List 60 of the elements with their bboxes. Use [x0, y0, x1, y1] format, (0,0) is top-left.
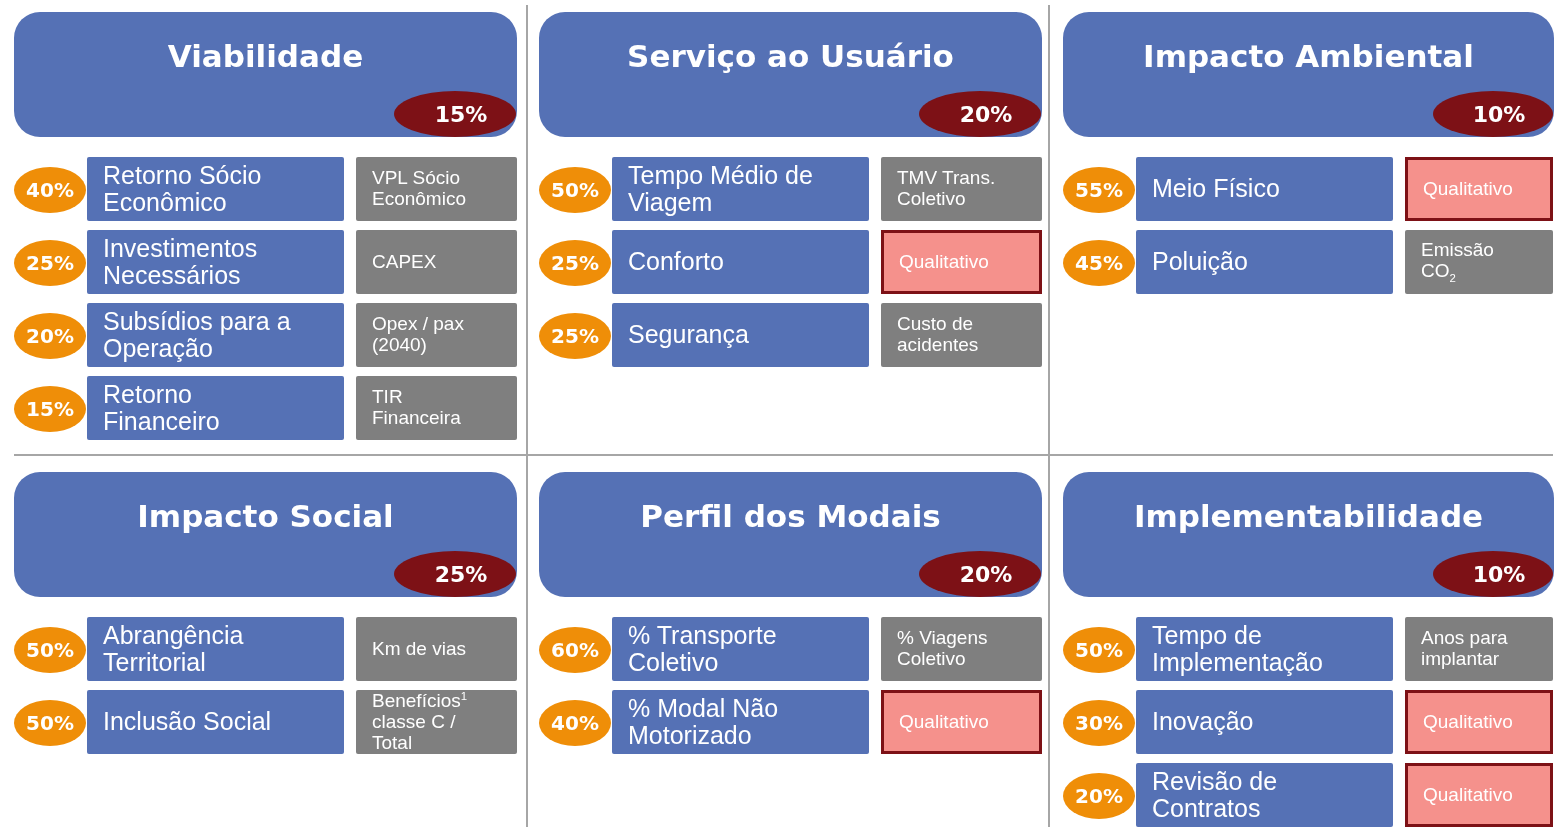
- qualitative-metric-label: Qualitativo: [1405, 763, 1553, 827]
- criterion-label: Segurança: [612, 303, 869, 367]
- criterion-label: Subsídios para a Operação: [87, 303, 344, 367]
- criterion-label: Tempo de Implementação: [1136, 617, 1393, 681]
- category-weight-badge: 10%: [1433, 91, 1553, 137]
- category-weight-badge: 20%: [919, 91, 1041, 137]
- criterion-label: Conforto: [612, 230, 869, 294]
- category-header: Serviço ao Usuário 20%: [539, 12, 1042, 137]
- category-weight-badge: 25%: [394, 551, 516, 597]
- criterion-weight-badge: 55%: [1063, 167, 1135, 213]
- criterion-label: Meio Físico: [1136, 157, 1393, 221]
- category-header: Implementabilidade 10%: [1063, 472, 1554, 597]
- criterion-weight-badge: 15%: [14, 386, 86, 432]
- metric-label: CAPEX: [356, 230, 517, 294]
- metric-label: Opex / pax (2040): [356, 303, 517, 367]
- criterion-weight-badge: 50%: [1063, 627, 1135, 673]
- category-weight-badge: 15%: [394, 91, 516, 137]
- criterion-label: Retorno Financeiro: [87, 376, 344, 440]
- category-header: Impacto Ambiental 10%: [1063, 12, 1554, 137]
- criterion-weight-badge: 25%: [14, 240, 86, 286]
- category-header: Perfil dos Modais 20%: [539, 472, 1042, 597]
- criterion-weight-badge: 25%: [539, 240, 611, 286]
- metric-label: Custo de acidentes: [881, 303, 1042, 367]
- metric-label: VPL Sócio Econômico: [356, 157, 517, 221]
- metric-label: TIR Financeira: [356, 376, 517, 440]
- category-weight-badge: 10%: [1433, 551, 1553, 597]
- qualitative-metric-label: Qualitativo: [881, 230, 1042, 294]
- criterion-weight-badge: 50%: [539, 167, 611, 213]
- criterion-label: % Modal Não Motorizado: [612, 690, 869, 754]
- criterion-label: Tempo Médio de Viagem: [612, 157, 869, 221]
- criterion-weight-badge: 45%: [1063, 240, 1135, 286]
- qualitative-metric-label: Qualitativo: [881, 690, 1042, 754]
- criterion-weight-badge: 25%: [539, 313, 611, 359]
- criterion-label: Poluição: [1136, 230, 1393, 294]
- criterion-weight-badge: 30%: [1063, 700, 1135, 746]
- metric-label: Benefícios$^{1}$ classe C / Total: [356, 690, 517, 754]
- qualitative-metric-label: Qualitativo: [1405, 157, 1553, 221]
- criterion-label: Revisão de Contratos: [1136, 763, 1393, 827]
- criterion-label: Inclusão Social: [87, 690, 344, 754]
- criterion-weight-badge: 50%: [14, 627, 86, 673]
- criterion-label: Inovação: [1136, 690, 1393, 754]
- category-header: Impacto Social 25%: [14, 472, 517, 597]
- qualitative-metric-label: Qualitativo: [1405, 690, 1553, 754]
- metric-label: Km de vias: [356, 617, 517, 681]
- criterion-weight-badge: 20%: [14, 313, 86, 359]
- category-weight-badge: 20%: [919, 551, 1041, 597]
- criterion-label: % Transporte Coletivo: [612, 617, 869, 681]
- metric-label: TMV Trans. Coletivo: [881, 157, 1042, 221]
- criterion-label: Abrangência Territorial: [87, 617, 344, 681]
- criterion-label: Investimentos Necessários: [87, 230, 344, 294]
- criterion-weight-badge: 40%: [539, 700, 611, 746]
- metric-label: Anos para implantar: [1405, 617, 1553, 681]
- metric-label: Emissão CO$_{2}$: [1405, 230, 1553, 294]
- criterion-weight-badge: 60%: [539, 627, 611, 673]
- category-header: Viabilidade 15%: [14, 12, 517, 137]
- criterion-weight-badge: 50%: [14, 700, 86, 746]
- criterion-weight-badge: 40%: [14, 167, 86, 213]
- criterion-label: Retorno Sócio Econômico: [87, 157, 344, 221]
- criterion-weight-badge: 20%: [1063, 773, 1135, 819]
- metric-label: % Viagens Coletivo: [881, 617, 1042, 681]
